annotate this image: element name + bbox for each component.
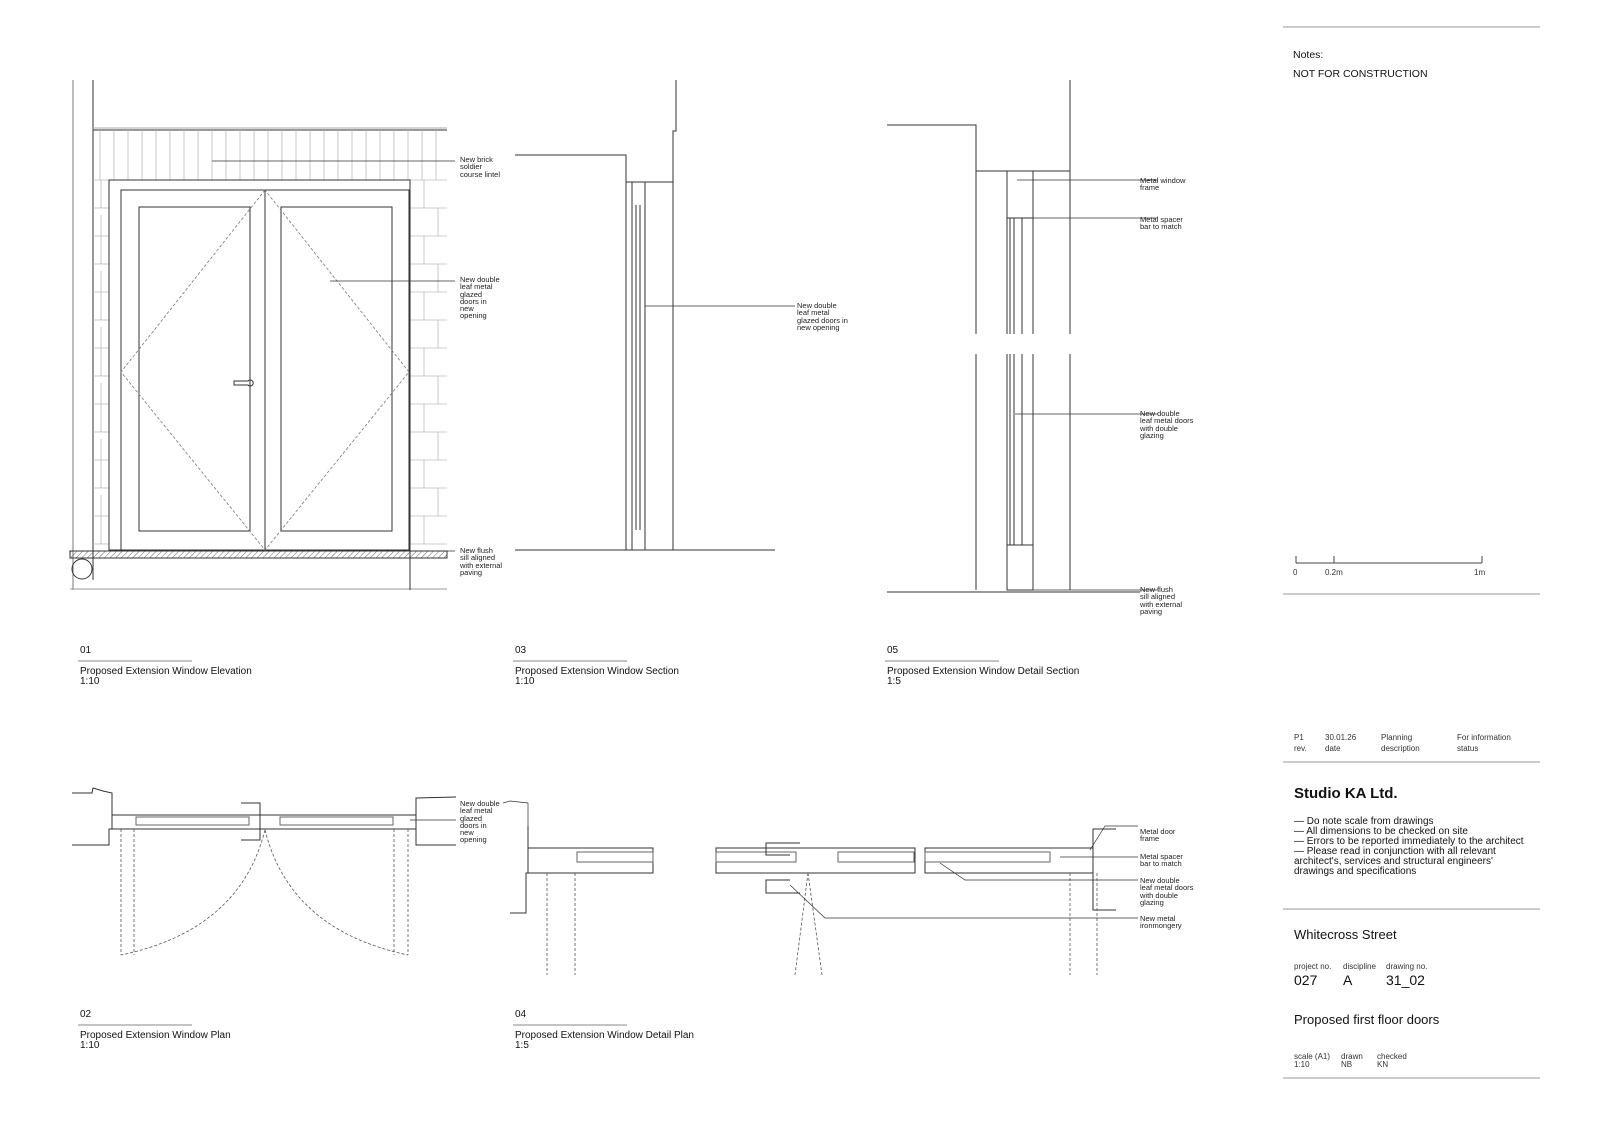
notes-heading: Notes: [1293,49,1324,61]
annotation-doors: New double leaf metal doors with double … [1140,876,1194,907]
scale-value: 1:10 [1294,1060,1310,1069]
scale-tick-0: 0 [1293,568,1298,577]
drawing-number: 01 [80,645,92,656]
annotation-doors: New double leaf metal glazed doors in ne… [460,799,500,845]
scale-label: scale (A1) [1294,1052,1331,1061]
plan-04 [502,800,1138,976]
drawing-title: Proposed Extension Window Detail Plan [515,1030,694,1041]
revision-description: Planning [1381,733,1413,742]
annotation-frame: Metal window frame [1140,176,1186,193]
annotation-lintel: New brick soldier course lintel [460,155,501,179]
drawing-number: 03 [515,645,527,656]
annotation-doors: New double leaf metal glazed doors in ne… [460,275,500,321]
scale-tick-02: 0.2m [1325,568,1343,577]
annotation-spacer: Metal spacer bar to match [1140,215,1183,232]
discipline: A [1343,972,1353,988]
drawing-no: 31_02 [1386,972,1425,988]
drawing-sheet-title: Proposed first floor doors [1294,1012,1440,1027]
section-05 [887,80,1158,593]
drawn-label: drawn [1341,1052,1363,1061]
revision-label: rev. [1294,744,1307,753]
checked-by: KN [1377,1060,1389,1069]
description-label: description [1381,744,1420,753]
annotation-doors: New double leaf metal glazed doors in ne… [797,301,848,332]
annotation-doors: New double leaf metal doors with double … [1140,409,1194,440]
general-notes: — Do note scale from drawings — All dime… [1294,816,1524,877]
revision-status: For information [1457,733,1511,742]
drawing-number: 05 [887,645,899,656]
checked-label: checked [1377,1052,1407,1061]
drawing-number: 04 [515,1009,527,1020]
plan-02 [72,787,457,956]
title-underlines [78,660,999,1026]
drawing-title: Proposed Extension Window Detail Section [887,666,1080,677]
revision-date: 30.01.26 [1325,733,1357,742]
drawing-no-label: drawing no. [1386,962,1428,971]
drawing-scale: 1:10 [80,676,100,687]
drawing-scale: 1:10 [515,676,535,687]
drawing-title: Proposed Extension Window Plan [80,1030,231,1041]
notes-text: NOT FOR CONSTRUCTION [1293,68,1428,80]
annotation-sill: New flush sill aligned with external pav… [460,546,503,577]
drawing-scale: 1:5 [515,1040,529,1051]
annotation-spacer: Metal spacer bar to match [1140,852,1183,869]
title-block-rules [1283,26,1540,1079]
annotation-frame: Metal door frame [1140,827,1176,844]
drawing-scale: 1:10 [80,1040,100,1051]
project-no-label: project no. [1294,962,1332,971]
scale-bar [1295,556,1483,564]
project-name: Whitecross Street [1294,927,1397,942]
elevation-01 [69,80,455,590]
discipline-label: discipline [1343,962,1376,971]
drawing-title: Proposed Extension Window Section [515,666,679,677]
annotation-sill: New flush sill aligned with external pav… [1140,585,1183,616]
date-label: date [1325,744,1341,753]
drawing-scale: 1:5 [887,676,901,687]
status-label: status [1457,744,1479,753]
annotation-ironmongery: New metal ironmongery [1140,914,1182,931]
project-no: 027 [1294,972,1318,988]
company-name: Studio KA Ltd. [1294,785,1398,802]
revision-value: P1 [1294,733,1304,742]
section-03 [515,80,795,551]
drawing-number: 02 [80,1009,92,1020]
scale-tick-1: 1m [1474,568,1486,577]
drawn-by: NB [1341,1060,1353,1069]
door-handle-icon [233,379,254,387]
drawing-title: Proposed Extension Window Elevation [80,666,252,677]
